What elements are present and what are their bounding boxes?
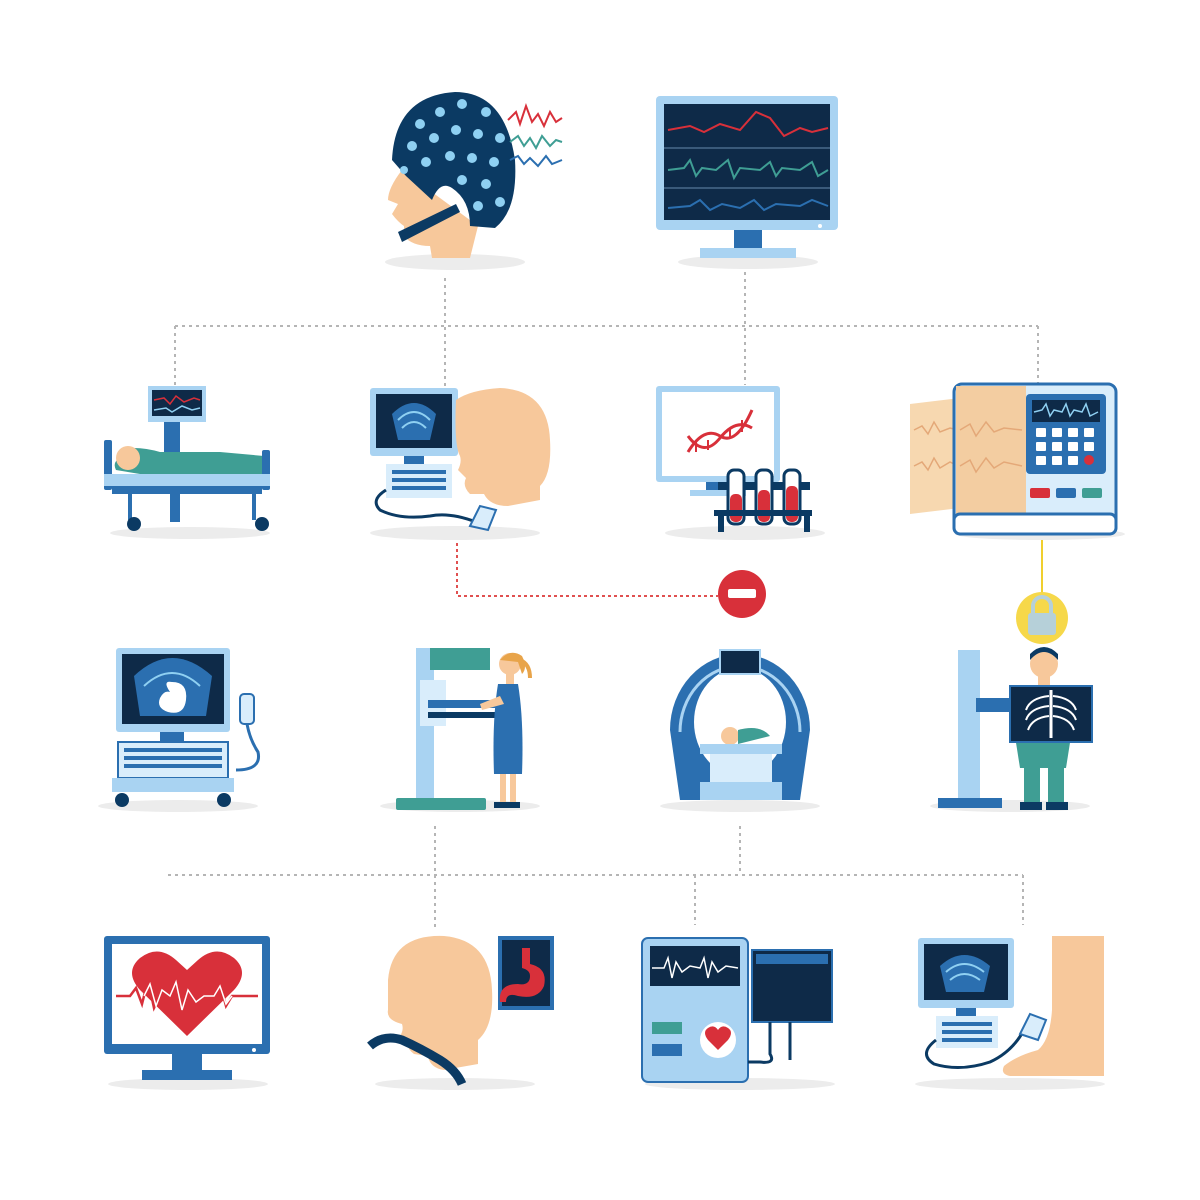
cardio-device-icon: [641, 937, 835, 1090]
endoscopy-icon: [367, 935, 554, 1090]
fetal-ultrasound-icon: [98, 648, 261, 812]
red-connector-line: [456, 543, 718, 597]
leg-ultrasound-icon: [915, 936, 1105, 1090]
eeg-head-icon: [385, 92, 563, 270]
ecg-machine-icon: [910, 382, 1125, 540]
padlock-icon: [1016, 592, 1068, 644]
mri-scanner-icon: [660, 649, 820, 812]
mammography-icon: [380, 648, 540, 812]
head-ultrasound-icon: [370, 388, 551, 540]
vital-monitor-icon: [656, 96, 838, 269]
dna-lab-icon: [656, 386, 825, 540]
heart-monitor-icon: [104, 936, 270, 1090]
minus-circle-icon: [718, 570, 766, 618]
connector-lines: [168, 272, 1039, 930]
hospital-bed-icon: [104, 386, 270, 539]
chest-xray-icon: [930, 647, 1093, 812]
